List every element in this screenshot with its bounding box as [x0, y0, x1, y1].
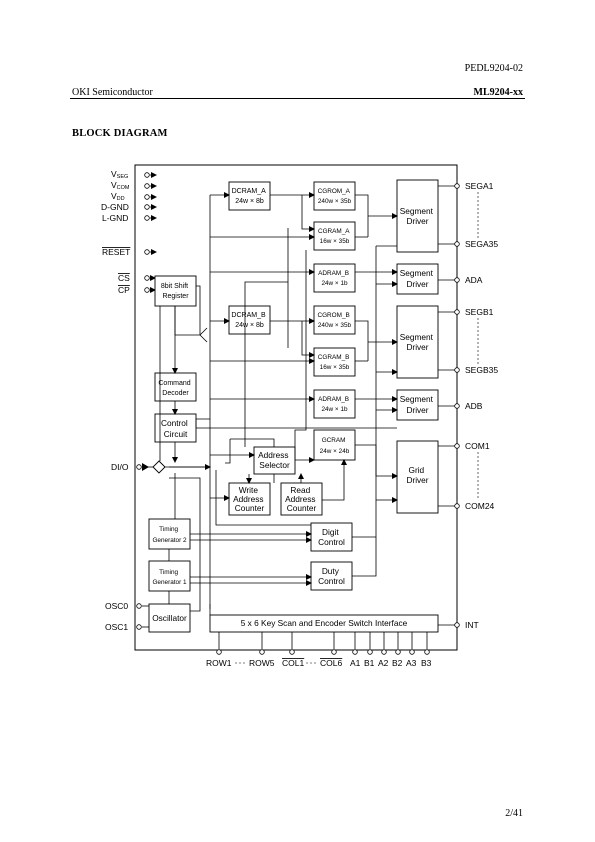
pin-col1: COL1 [282, 658, 304, 668]
signal-lines [142, 185, 455, 649]
address-selector-block: Address Selector [258, 450, 291, 470]
dcram-a-block: DCRAM_A 24w × 8b [232, 188, 268, 205]
pin-a2: A2 [378, 658, 389, 668]
timing-generator-1-block: Timing Generator 1 [152, 569, 187, 586]
digit-control-block: Digit Control [318, 527, 345, 547]
pin-vdd: VDD [111, 191, 125, 202]
pin-lgnd: L-GND [102, 213, 128, 223]
part-number: ML9204-xx [473, 87, 523, 98]
adram-b-top-block: ADRAM_B 24w × 1b [318, 270, 351, 287]
key-scan-interface-block: 5 x 6 Key Scan and Encoder Switch Interf… [241, 618, 408, 628]
pin-sega1: SEGA1 [465, 181, 494, 191]
read-address-counter-block: Read Address Counter [285, 485, 318, 513]
bottom-pins [216, 649, 430, 655]
pin-int: INT [465, 620, 479, 630]
company-name: OKI Semiconductor [72, 87, 153, 98]
shift-register-block: 8bit Shift Register [161, 283, 190, 300]
pin-vcom: VCOM [111, 180, 130, 191]
control-circuit-block: Control Circuit [161, 418, 190, 439]
section-title: BLOCK DIAGRAM [72, 128, 168, 139]
cgrom-b-block: CGROM_B 240w × 35b [317, 312, 351, 329]
document-number: PEDL9204-02 [464, 63, 523, 74]
duty-control-block: Duty Control [318, 566, 345, 586]
pin-sega35: SEGA35 [465, 239, 498, 249]
pin-adb: ADB [465, 401, 483, 411]
pin-segb1: SEGB1 [465, 307, 494, 317]
segment-driver-adb-block: Segment Driver [400, 394, 436, 415]
left-pins [136, 172, 157, 630]
timing-generator-2-block: Timing Generator 2 [152, 526, 187, 544]
pin-row1: ROW1 [206, 658, 232, 668]
write-address-counter-block: Write Address Counter [233, 485, 266, 513]
dcram-b-block: DCRAM_B 24w × 8b [231, 312, 267, 329]
dio-buffer-diamond [152, 460, 166, 474]
gcram-block: GCRAM 24w × 24b [320, 437, 350, 455]
oscillator-block: Oscillator [152, 613, 187, 623]
segment-driver-ada-block: Segment Driver [400, 268, 436, 289]
pin-b3: B3 [421, 658, 432, 668]
segment-driver-b-block: Segment Driver [400, 332, 436, 352]
pin-b1: B1 [364, 658, 375, 668]
header-rule [70, 98, 525, 99]
pin-dgnd: D-GND [101, 202, 129, 212]
pin-osc1: OSC1 [105, 622, 128, 632]
pin-col6: COL6 [320, 658, 342, 668]
right-pins [454, 183, 460, 628]
blocks [148, 179, 439, 633]
pin-cp: CP [118, 285, 130, 295]
pin-cs: CS [118, 273, 130, 283]
cgram-b-block: CGRAM_B 16w × 35b [318, 354, 351, 371]
page-number: 2/41 [505, 808, 523, 819]
pin-reset: RESET [102, 247, 130, 257]
segment-driver-a-block: Segment Driver [400, 206, 436, 226]
adram-b-block: ADRAM_B 24w × 1b [318, 396, 351, 413]
cgram-a-block: CGRAM_A 16w × 35b [318, 228, 351, 245]
command-decoder-block: Command Decoder [158, 380, 192, 397]
cgrom-a-block: CGROM_A 240w × 35b [318, 188, 352, 205]
grid-driver-block: Grid Driver [406, 465, 428, 485]
pin-row5: ROW5 [249, 658, 275, 668]
pin-a1: A1 [350, 658, 361, 668]
pin-a3: A3 [406, 658, 417, 668]
pin-com24: COM24 [465, 501, 495, 511]
pin-osc0: OSC0 [105, 601, 128, 611]
pin-com1: COM1 [465, 441, 490, 451]
pin-dio: DI/O [111, 462, 129, 472]
pin-ada: ADA [465, 275, 483, 285]
pin-b2: B2 [392, 658, 403, 668]
pin-vseg: VSEG [111, 169, 128, 180]
dio-arrow [142, 463, 149, 471]
pin-segb35: SEGB35 [465, 365, 498, 375]
